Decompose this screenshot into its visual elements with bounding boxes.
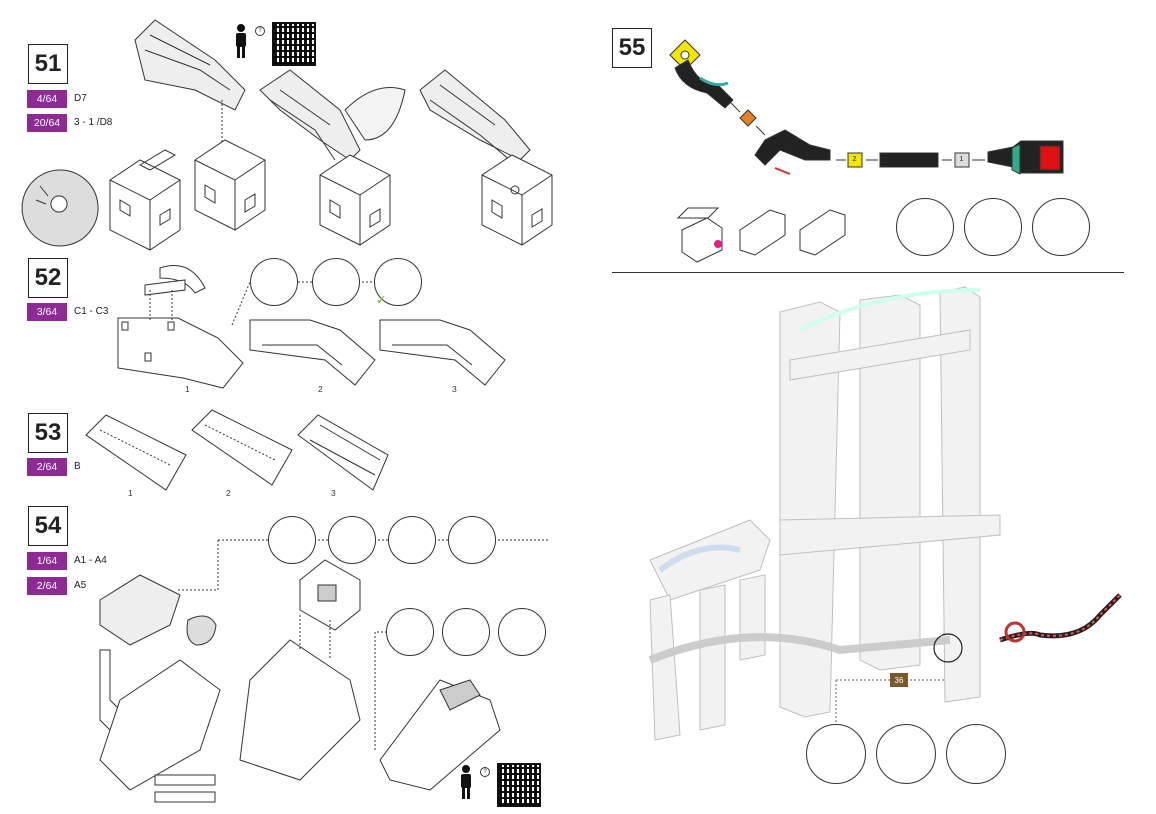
sub-step-label: 1	[128, 488, 133, 498]
qr-code-icon[interactable]	[497, 763, 541, 807]
part-count-badge: 20/64	[27, 114, 67, 132]
detail-circle	[806, 724, 866, 784]
track-tag: 2	[852, 156, 857, 163]
step-number-55: 55	[612, 28, 652, 68]
detail-circle	[328, 516, 376, 564]
detail-circle	[946, 724, 1006, 784]
sub-step-label: 3	[331, 488, 336, 498]
sub-step-label: 2	[226, 488, 231, 498]
detail-circle	[250, 258, 298, 306]
detail-circle	[442, 608, 490, 656]
detail-circle	[498, 608, 546, 656]
track-tag: 1	[959, 156, 964, 163]
tower-marker: 36	[890, 673, 908, 687]
section-divider	[612, 272, 1124, 273]
detail-circle	[386, 608, 434, 656]
person-icon	[233, 24, 249, 58]
detail-circle	[896, 198, 954, 256]
step51-illustration	[21, 19, 553, 251]
step53-illustration	[85, 409, 389, 491]
detail-circle	[876, 724, 936, 784]
sub-step-label: 3	[452, 384, 457, 394]
part-count-badge: 4/64	[27, 90, 67, 108]
qr-code-icon[interactable]	[272, 22, 316, 66]
part-ref: A1 - A4	[74, 555, 107, 566]
step-number-52: 52	[28, 258, 68, 298]
step-number-51: 51	[28, 44, 68, 84]
detail-circle	[448, 516, 496, 564]
check-icon: ✓	[376, 293, 387, 307]
step-number-53: 53	[28, 413, 68, 453]
help-icon: ?	[255, 26, 265, 36]
detail-circle	[374, 258, 422, 306]
part-ref: D7	[74, 93, 87, 104]
step-number-54: 54	[28, 506, 68, 546]
step54-illustration	[99, 539, 548, 803]
part-ref: A5	[74, 580, 87, 591]
detail-circle	[964, 198, 1022, 256]
step52-illustration	[117, 265, 506, 389]
part-count-badge: 2/64	[27, 458, 67, 476]
detail-circle	[312, 258, 360, 306]
step55-track-diagram	[669, 39, 1064, 263]
part-count-badge: 1/64	[27, 552, 67, 570]
sub-step-label: 1	[185, 384, 190, 394]
part-ref: B	[74, 461, 81, 472]
part-count-badge: 3/64	[27, 303, 67, 321]
sub-step-label: 2	[318, 384, 323, 394]
help-icon: ?	[480, 767, 490, 777]
detail-circle	[1032, 198, 1090, 256]
detail-circle	[388, 516, 436, 564]
person-icon	[458, 765, 474, 799]
part-count-badge: 2/64	[27, 577, 67, 595]
part-ref: 3 - 1 /D8	[74, 117, 113, 128]
detail-circle	[268, 516, 316, 564]
part-ref: C1 - C3	[74, 306, 109, 317]
